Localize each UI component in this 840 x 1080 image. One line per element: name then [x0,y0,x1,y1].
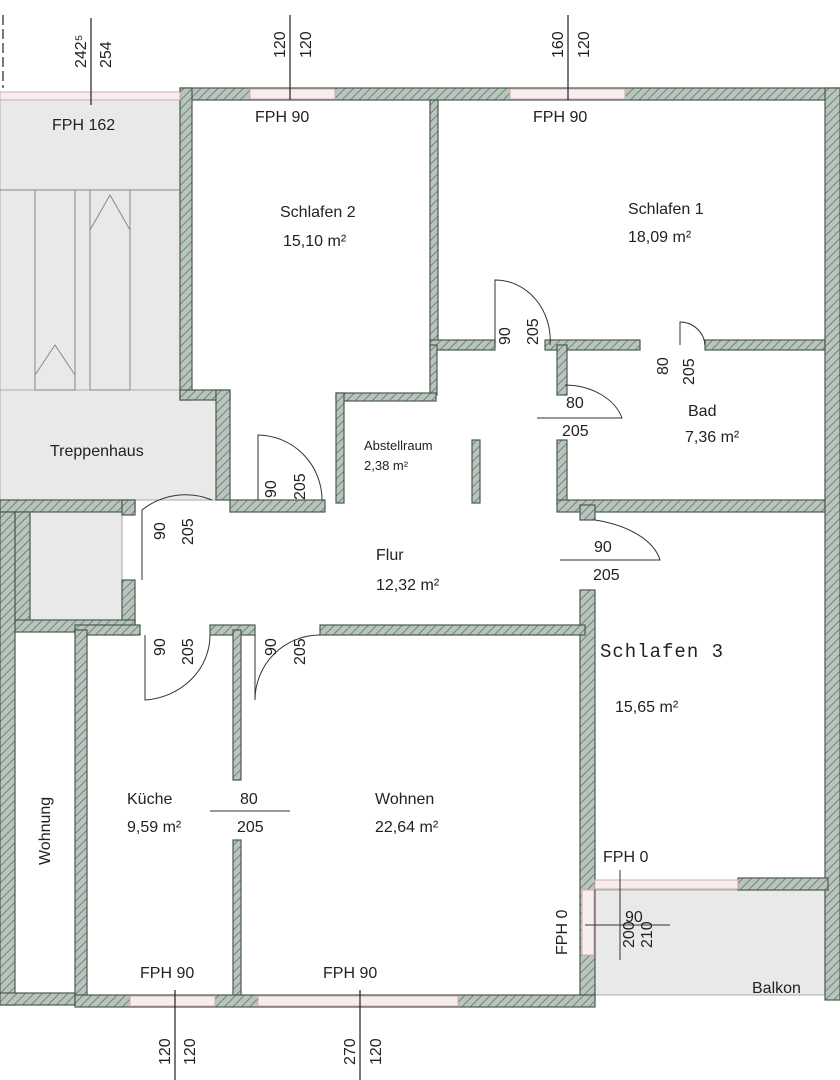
dim-bottom-1b: 120 [182,1038,199,1065]
door-width: 80 [655,357,672,375]
window-label: FPH 90 [255,109,309,126]
treppenhaus-area [0,389,226,501]
dim-bottom-1a: 120 [157,1038,174,1065]
window-label: FPH 0 [554,910,571,955]
room-name-wohnung: Wohnung [37,797,54,865]
window-label: FPH 90 [323,965,377,982]
room-name-wohnen: Wohnen [375,791,434,808]
dim-top-3b: 120 [576,31,593,58]
dim-top-2b: 120 [298,31,315,58]
window-label: FPH 0 [603,849,648,866]
room-area-schlafen3: 15,65 m² [615,699,679,716]
door-width: 90 [152,522,169,540]
room-area-schlafen2: 15,10 m² [283,233,347,250]
door-width: 90 [594,539,612,556]
room-area-flur: 12,32 m² [376,577,440,594]
room-area-schlafen1: 18,09 m² [628,229,692,246]
door-height: 205 [681,358,698,385]
dimension-lines [2,15,569,1080]
door-dim: 210 [639,921,656,948]
door-width: 80 [566,395,584,412]
door-height: 205 [180,638,197,665]
dim-top-1a: 242⁵ [73,35,90,68]
door-width: 80 [240,791,258,808]
dim-top-1b: 254 [98,41,115,68]
window-label: FPH 90 [140,965,194,982]
door-height: 205 [525,318,542,345]
room-area-wohnen: 22,64 m² [375,819,439,836]
door-height: 205 [180,518,197,545]
door-height: 205 [562,423,589,440]
room-area-abstellraum: 2,38 m² [364,458,409,473]
shaft-area [29,511,123,621]
dim-top-2a: 120 [272,31,289,58]
room-name-schlafen2: Schlafen 2 [280,204,356,221]
room-name-kueche: Küche [127,791,172,808]
room-area-kueche: 9,59 m² [127,819,182,836]
room-name-abstellraum: Abstellraum [364,438,433,453]
room-area-bad: 7,36 m² [685,429,740,446]
door-height: 205 [593,567,620,584]
dim-bottom-2b: 120 [368,1038,385,1065]
door-dim: 200 [621,921,638,948]
door-height: 205 [292,473,309,500]
door-height: 205 [237,819,264,836]
door-width: 90 [497,327,514,345]
room-name-flur: Flur [376,547,404,564]
door-width: 90 [152,638,169,656]
stair-lines [0,189,180,391]
door-swings [141,279,706,960]
room-name-treppenhaus: Treppenhaus [50,443,144,460]
dim-top-3a: 160 [550,31,567,58]
door-dim: 90 [625,909,643,926]
door-width: 90 [263,480,280,498]
room-name-bad: Bad [688,403,716,420]
room-name-balkon: Balkon [752,980,801,997]
door-width: 90 [263,638,280,656]
room-name-schlafen1: Schlafen 1 [628,201,704,218]
window-label: FPH 162 [52,117,115,134]
door-height: 205 [292,638,309,665]
window-label: FPH 90 [533,109,587,126]
dim-bottom-2a: 270 [342,1038,359,1065]
room-name-schlafen3: Schlafen 3 [600,641,724,663]
